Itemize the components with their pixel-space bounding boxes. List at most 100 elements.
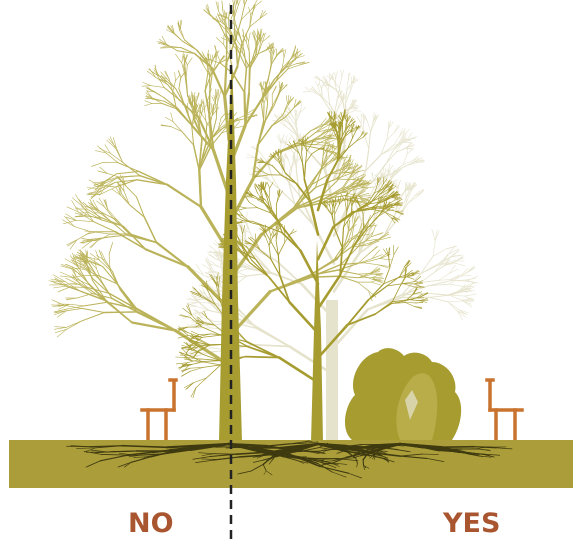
branch bbox=[145, 104, 152, 106]
branch bbox=[357, 116, 361, 123]
branch bbox=[453, 258, 464, 261]
branch bbox=[210, 55, 211, 64]
branch bbox=[278, 243, 284, 256]
branch bbox=[167, 185, 201, 207]
branch bbox=[142, 86, 151, 87]
branch bbox=[199, 167, 201, 207]
branch bbox=[242, 0, 245, 5]
branch bbox=[266, 237, 269, 246]
branch bbox=[348, 221, 349, 230]
branch bbox=[252, 345, 289, 347]
branch bbox=[151, 86, 164, 88]
branch bbox=[315, 82, 318, 87]
branch bbox=[245, 68, 247, 92]
root bbox=[112, 451, 136, 452]
branch bbox=[393, 245, 394, 255]
branch bbox=[368, 284, 383, 300]
branch bbox=[173, 122, 182, 132]
branch bbox=[352, 215, 353, 225]
branch bbox=[211, 261, 219, 267]
branch bbox=[358, 282, 369, 291]
branch bbox=[291, 134, 296, 141]
branch bbox=[248, 347, 279, 358]
branch bbox=[185, 40, 197, 50]
branch bbox=[268, 65, 271, 80]
branch bbox=[318, 227, 333, 259]
branch bbox=[123, 162, 140, 175]
shrub-icon bbox=[345, 348, 461, 440]
branch bbox=[222, 2, 223, 10]
branch bbox=[297, 111, 300, 116]
branch bbox=[216, 38, 223, 45]
branch bbox=[286, 96, 287, 104]
branch bbox=[449, 284, 463, 286]
branch bbox=[399, 129, 402, 137]
branch bbox=[54, 327, 66, 329]
branch bbox=[394, 247, 399, 255]
branch bbox=[272, 95, 278, 106]
branch bbox=[407, 149, 412, 154]
branch bbox=[316, 145, 329, 146]
branch bbox=[318, 80, 320, 86]
branch bbox=[226, 39, 227, 63]
branch bbox=[269, 188, 270, 198]
branch bbox=[255, 234, 256, 241]
branch bbox=[439, 273, 450, 280]
branch bbox=[352, 131, 356, 138]
bench-right-icon bbox=[487, 380, 522, 440]
branch bbox=[252, 1, 262, 9]
branch bbox=[187, 58, 192, 65]
branch bbox=[367, 121, 370, 132]
branch bbox=[390, 255, 394, 268]
branch bbox=[161, 126, 170, 127]
branch bbox=[250, 237, 256, 241]
branch bbox=[64, 217, 76, 221]
branch bbox=[272, 177, 279, 190]
branch bbox=[246, 212, 247, 222]
branch bbox=[361, 116, 362, 124]
branch bbox=[371, 233, 382, 236]
branch bbox=[192, 126, 194, 145]
branch bbox=[213, 290, 222, 291]
branch bbox=[82, 308, 105, 312]
branch bbox=[356, 137, 363, 141]
branch bbox=[191, 362, 203, 364]
branch bbox=[399, 277, 405, 288]
small-tree-trunk bbox=[311, 240, 323, 442]
branch bbox=[67, 321, 83, 330]
branch bbox=[356, 136, 361, 142]
branch bbox=[433, 249, 446, 256]
branch bbox=[254, 326, 289, 347]
branch bbox=[363, 115, 365, 123]
branch bbox=[249, 203, 257, 208]
branch bbox=[275, 92, 281, 105]
branch bbox=[74, 226, 91, 231]
branch bbox=[407, 277, 414, 280]
branch bbox=[95, 232, 110, 234]
branch bbox=[290, 302, 318, 333]
branch bbox=[439, 279, 451, 280]
branch bbox=[454, 263, 465, 266]
branch bbox=[303, 92, 311, 93]
branch bbox=[283, 50, 284, 57]
branch bbox=[386, 151, 393, 164]
branch bbox=[105, 260, 112, 271]
branch bbox=[302, 145, 304, 153]
branch bbox=[115, 148, 122, 162]
branch bbox=[179, 78, 181, 89]
branch bbox=[446, 246, 457, 249]
branch bbox=[312, 150, 319, 154]
branch bbox=[450, 295, 465, 296]
branch bbox=[264, 173, 269, 181]
branch bbox=[197, 50, 212, 68]
branch bbox=[186, 65, 187, 78]
branch bbox=[341, 70, 342, 78]
branch bbox=[334, 244, 345, 260]
branch bbox=[175, 54, 181, 63]
branch bbox=[304, 163, 305, 180]
branch bbox=[249, 69, 250, 93]
branch bbox=[112, 189, 120, 195]
branch bbox=[238, 43, 243, 67]
branch bbox=[163, 46, 171, 47]
branch bbox=[244, 0, 248, 5]
